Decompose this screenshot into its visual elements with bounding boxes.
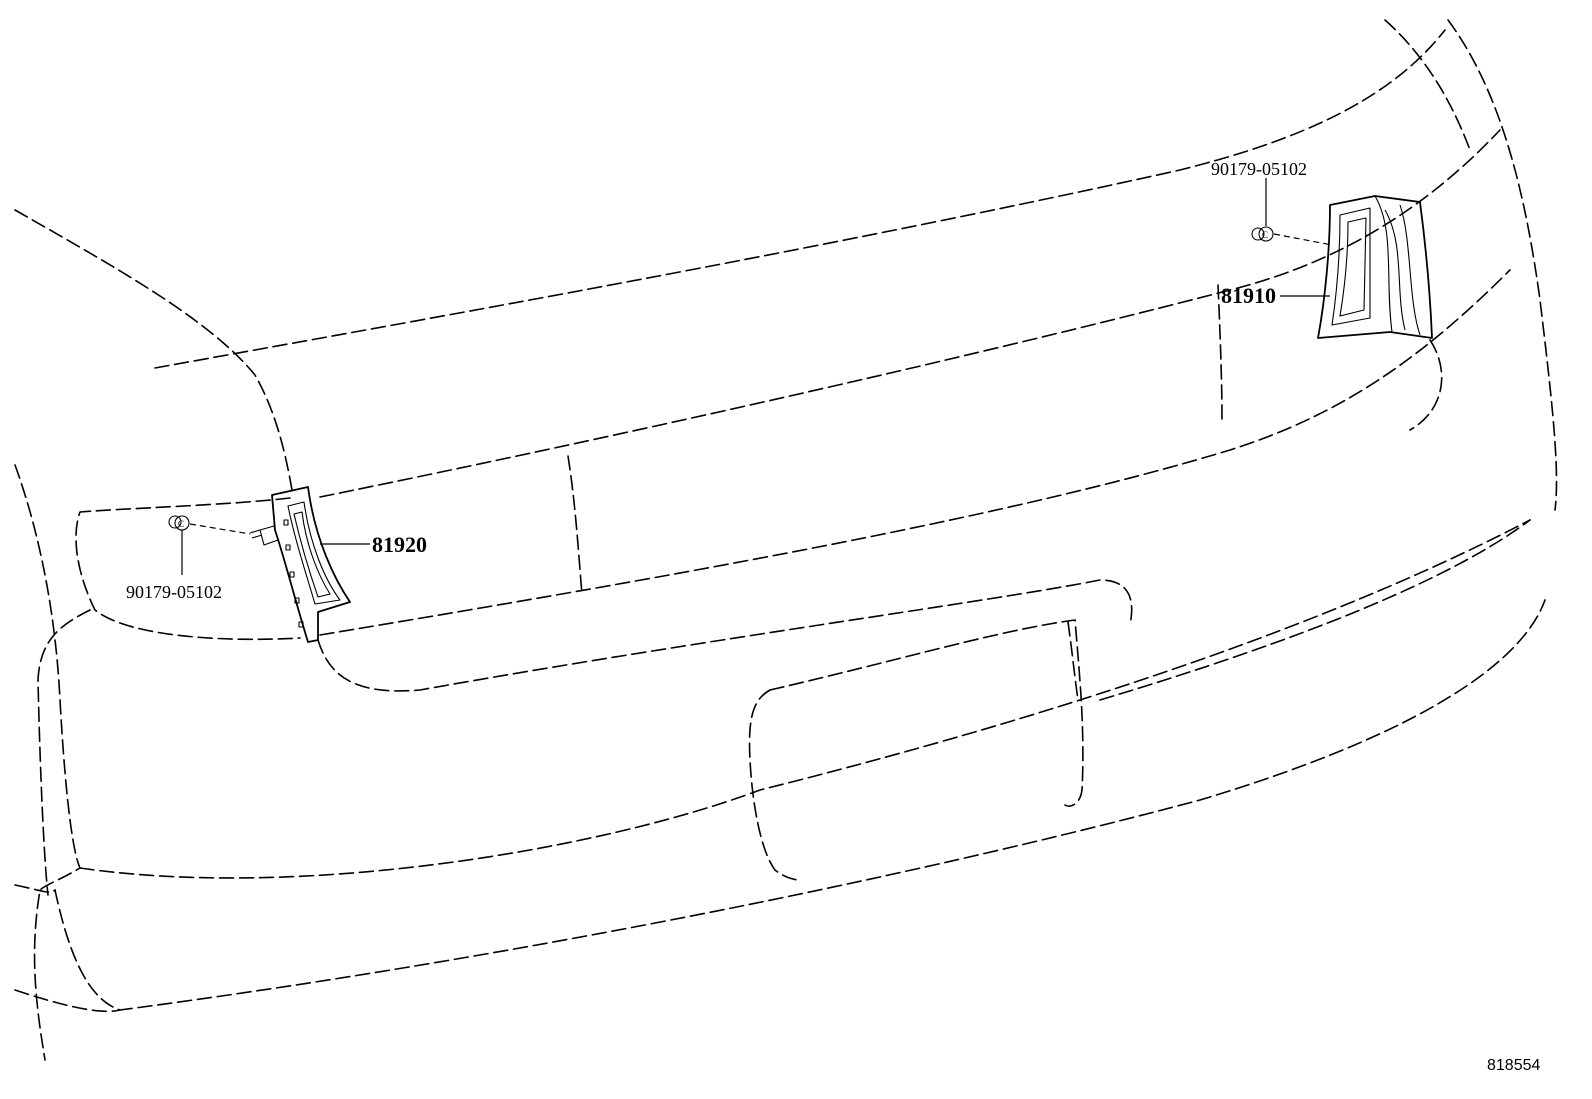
bumper-top-right (1099, 519, 1531, 701)
right-quarter-outer (1447, 19, 1558, 511)
callout-lamp-left: 81920 (372, 532, 427, 557)
assembly-line-right (1273, 233, 1333, 246)
bolt-right: C (1251, 226, 1274, 242)
lamp-panel-top (319, 129, 1501, 498)
lamp-left-inner (293, 511, 331, 598)
bumper-left-edge (14, 884, 56, 893)
license-plate-recess-left (748, 689, 801, 881)
garnish-lower-edge (319, 269, 1511, 636)
lamp-left-stud (249, 525, 279, 546)
callout-bolt-left: 90179-05102 (126, 582, 222, 602)
bolt-left-mark: C (178, 519, 184, 529)
leader-lines (181, 178, 1333, 575)
assembly-line-left (189, 523, 251, 535)
bolt-left-washer (168, 515, 182, 529)
bolt-left: C (168, 515, 190, 531)
callout-lamp-right: 81910 (1221, 283, 1276, 308)
license-plate-recess (769, 619, 1084, 807)
rear-lamp-left (249, 486, 351, 643)
garnish-divider-left (567, 455, 583, 596)
left-lamp-recess (75, 497, 301, 641)
rear-lamp-right (1317, 195, 1433, 339)
bolt-right-head (1258, 226, 1274, 242)
garnish-divider-right (1217, 284, 1223, 421)
callout-bolt-right: 90179-05102 (1211, 159, 1307, 179)
trunk-lid-edge (154, 29, 1446, 369)
illustration-id: 818554 (1487, 1057, 1540, 1074)
lamp-right-lens (1331, 207, 1371, 326)
left-pillar (14, 209, 293, 491)
vehicle-body-outline (14, 19, 1558, 1061)
plate-divider (1067, 621, 1079, 701)
bumper-lower (54, 599, 1546, 1011)
bumper-left-bottom (14, 989, 121, 1013)
bumper-left-corner (14, 464, 81, 1061)
lamp-left-lens (287, 501, 341, 605)
bumper-left-inner (37, 609, 91, 896)
right-lamp-recess (1409, 339, 1443, 431)
roof-right-corner (1384, 19, 1471, 151)
bolt-right-washer (1251, 227, 1265, 241)
bumper-top (317, 579, 1133, 692)
lamp-right-outer (1317, 195, 1433, 339)
lamp-right-inner (1339, 217, 1367, 317)
bolt-right-mark: C (1262, 230, 1268, 240)
lamp-left-outer (271, 486, 351, 643)
lamp-left-clips (283, 519, 304, 628)
lamp-right-rib (1374, 195, 1421, 336)
bumper-face-top (79, 519, 1531, 879)
